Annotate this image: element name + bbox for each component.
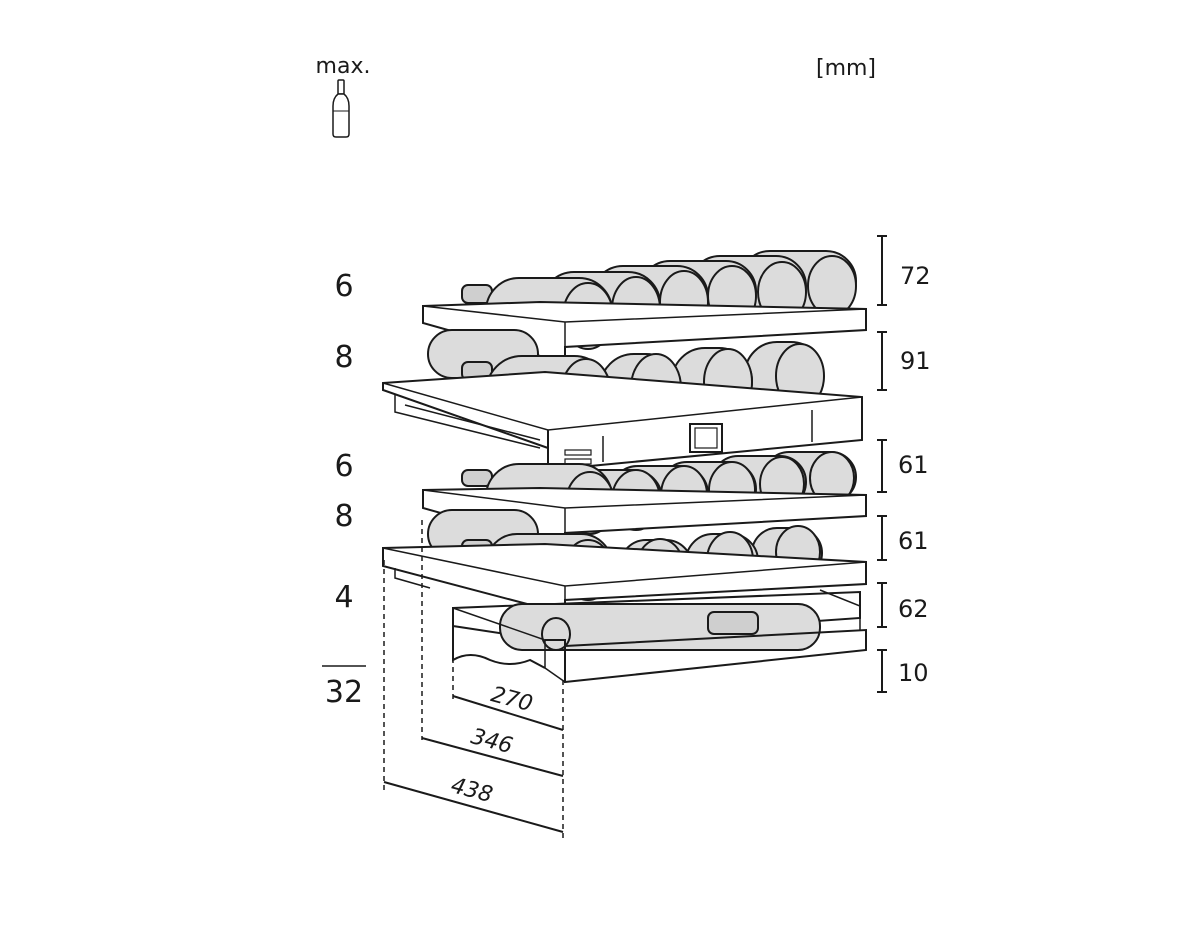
shelf-4-height: 61	[898, 527, 929, 555]
depth-label-438: 438	[448, 773, 495, 808]
depth-label-270: 270	[488, 682, 535, 717]
shelf-3-height: 61	[898, 451, 929, 479]
shelf-1-height: 72	[900, 262, 931, 290]
shelf-2-bottle-count: 8	[334, 340, 353, 375]
bottom-drawer-illustration	[452, 589, 867, 684]
shelf-2-illustration	[382, 329, 863, 472]
height-bracket-3	[877, 439, 887, 493]
height-bracket-5	[877, 582, 887, 628]
depth-dimensions: 270 346 438	[383, 520, 564, 838]
height-bracket-4	[877, 515, 887, 561]
height-bracket-base	[877, 649, 887, 693]
total-bottle-count: 32	[325, 675, 363, 710]
shelf-1-bottle-count: 6	[334, 269, 353, 304]
shelf-3-bottle-count: 6	[334, 449, 353, 484]
depth-line-346	[421, 737, 564, 777]
depth-line-270	[452, 695, 564, 731]
shelf-5-height: 62	[898, 595, 929, 623]
depth-line-438	[383, 781, 564, 833]
shelf-2-height: 91	[900, 347, 931, 375]
unit-label: [mm]	[816, 56, 876, 81]
height-bracket-1	[877, 235, 887, 306]
max-label: max.	[316, 54, 371, 79]
base-height: 10	[898, 659, 929, 687]
shelf-5-bottle-count: 4	[334, 580, 353, 615]
height-bracket-2	[877, 331, 887, 391]
wine-bottle-icon	[332, 79, 350, 138]
depth-label-346: 346	[468, 724, 515, 759]
bottle-count-column: 6 8 6 8 4 32	[322, 269, 366, 710]
shelf-4-bottle-count: 8	[334, 499, 353, 534]
height-dimension-column: 72 91 61 61 62 10	[877, 235, 931, 693]
drawer-bottles	[499, 603, 821, 651]
shelf-4-illustration	[382, 509, 867, 616]
